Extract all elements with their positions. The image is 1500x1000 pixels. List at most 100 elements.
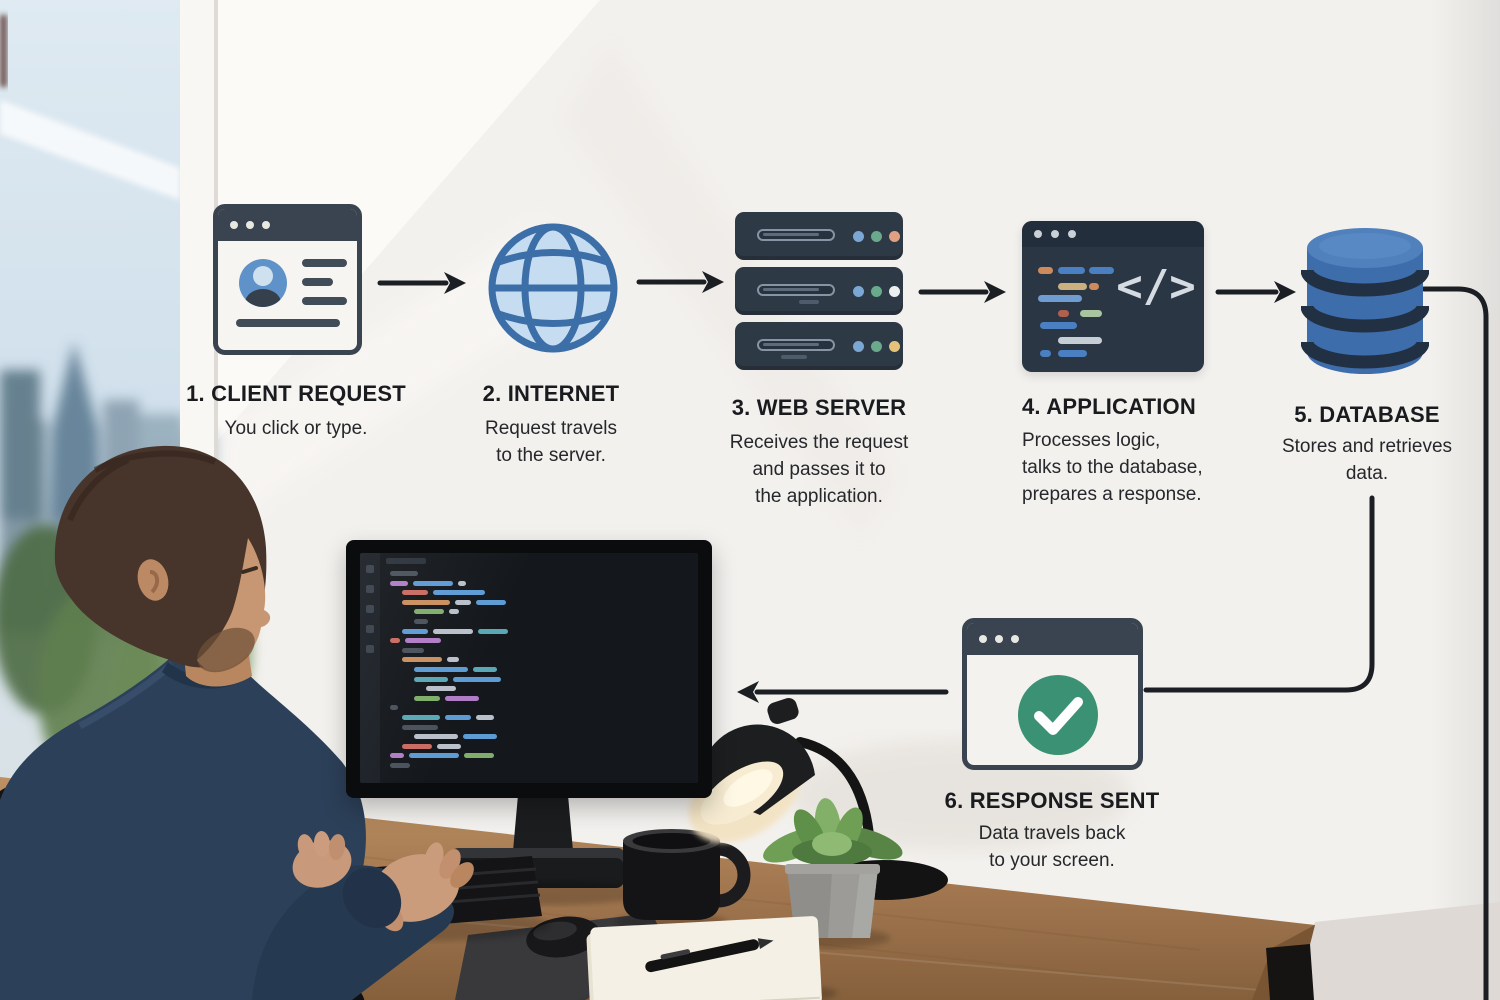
code-pill	[1089, 267, 1114, 274]
server-led-icon	[889, 286, 900, 297]
code-brackets-glyph: </>	[1116, 261, 1196, 312]
server-led-icon	[871, 231, 882, 242]
window-dot-icon	[246, 221, 254, 229]
person-hand	[342, 842, 474, 932]
succulent-leaves	[763, 798, 903, 866]
person-ear	[137, 559, 169, 601]
code-window-titlebar	[1022, 221, 1204, 247]
code-pill	[1058, 267, 1085, 274]
code-line	[426, 686, 461, 692]
window-dot-icon	[1068, 230, 1076, 238]
code-line	[390, 580, 471, 587]
step-desc-client-request: You click or type.	[224, 418, 368, 439]
code-line	[402, 628, 513, 635]
step-title-web-server: 3. WEB SERVER	[731, 395, 907, 420]
code-line	[402, 743, 466, 750]
left-edge-object	[0, 15, 7, 87]
step-desc-web-server: Receives the request and passes it to th…	[729, 432, 909, 507]
code-pill	[1089, 283, 1099, 290]
code-window-icon: </>	[1022, 221, 1204, 372]
step-title-client-request: 1. CLIENT REQUEST	[186, 381, 406, 406]
checkmark-circle-icon	[1018, 675, 1098, 755]
window-dot-icon	[1011, 635, 1019, 643]
desk-leg	[1266, 944, 1314, 1000]
server-led-icon	[853, 286, 864, 297]
person	[0, 445, 474, 1000]
text-line	[302, 259, 347, 267]
window-dot-icon	[995, 635, 1003, 643]
step-title-database: 5. DATABASE	[1294, 402, 1440, 427]
code-pill	[1058, 350, 1087, 357]
editor-code-lines	[390, 571, 692, 779]
code-line	[414, 667, 502, 673]
browser-window-check-icon	[962, 618, 1143, 770]
code-line	[414, 609, 464, 615]
step-desc-internet: Request travels to the server.	[484, 418, 617, 466]
code-line	[414, 619, 433, 625]
step-title-internet: 2. INTERNET	[482, 381, 620, 406]
editor-tab	[386, 558, 426, 564]
glass-reflection	[0, 100, 180, 200]
code-pill	[1038, 295, 1082, 302]
person-torso	[0, 658, 366, 1000]
code-line	[390, 571, 423, 577]
server-led-icon	[871, 341, 882, 352]
code-line	[390, 638, 446, 644]
window-dot-icon	[1051, 230, 1059, 238]
connector-database-down	[1421, 286, 1489, 1000]
server-led-icon	[853, 231, 864, 242]
step-desc-database: Stores and retrieves data.	[1281, 436, 1453, 484]
step-desc-response-sent: Data travels back to your screen.	[978, 823, 1126, 871]
code-pill	[1038, 267, 1053, 274]
code-line	[402, 599, 511, 606]
person-hair	[54, 445, 267, 668]
code-pill	[1058, 310, 1069, 317]
text-line	[302, 278, 333, 286]
step-title-application: 4. APPLICATION	[1022, 394, 1196, 419]
window-dot-icon	[1034, 230, 1042, 238]
user-avatar-icon	[239, 259, 287, 307]
server-led-icon	[871, 286, 882, 297]
browser-titlebar	[218, 209, 357, 241]
server-unit	[735, 322, 903, 370]
code-line	[402, 715, 499, 721]
code-pill	[1040, 350, 1051, 357]
code-pill	[1080, 310, 1102, 317]
globe-icon	[488, 223, 618, 353]
code-line	[402, 590, 490, 596]
step-desc-application: Processes logic, talks to the database, …	[1022, 430, 1203, 505]
server-unit	[735, 212, 903, 260]
editor-activity-bar	[360, 553, 380, 783]
person-beard	[197, 627, 255, 673]
code-pill	[1058, 283, 1087, 290]
code-pill	[1040, 322, 1077, 329]
browser-window-user-icon	[213, 204, 362, 355]
code-line	[402, 647, 429, 654]
server-led-icon	[853, 341, 864, 352]
code-line	[390, 753, 499, 759]
code-line	[414, 695, 484, 702]
code-line	[414, 734, 502, 740]
person-eyebrow	[241, 566, 258, 574]
server-unit	[735, 267, 903, 315]
code-line	[402, 657, 464, 663]
code-editor-screen	[360, 553, 698, 783]
step-title-response-sent: 6. RESPONSE SENT	[944, 788, 1160, 813]
code-line	[390, 705, 403, 711]
window-dot-icon	[230, 221, 238, 229]
text-line	[302, 297, 347, 305]
browser-titlebar	[967, 623, 1138, 655]
server-led-icon	[889, 231, 900, 242]
code-line	[414, 676, 506, 683]
floor	[1290, 902, 1500, 1000]
code-pill	[1058, 337, 1102, 344]
person-hand	[292, 831, 352, 888]
monitor	[346, 540, 712, 798]
window-dot-icon	[979, 635, 987, 643]
coffee-mug	[615, 829, 751, 932]
connector-database-response	[1143, 495, 1375, 693]
